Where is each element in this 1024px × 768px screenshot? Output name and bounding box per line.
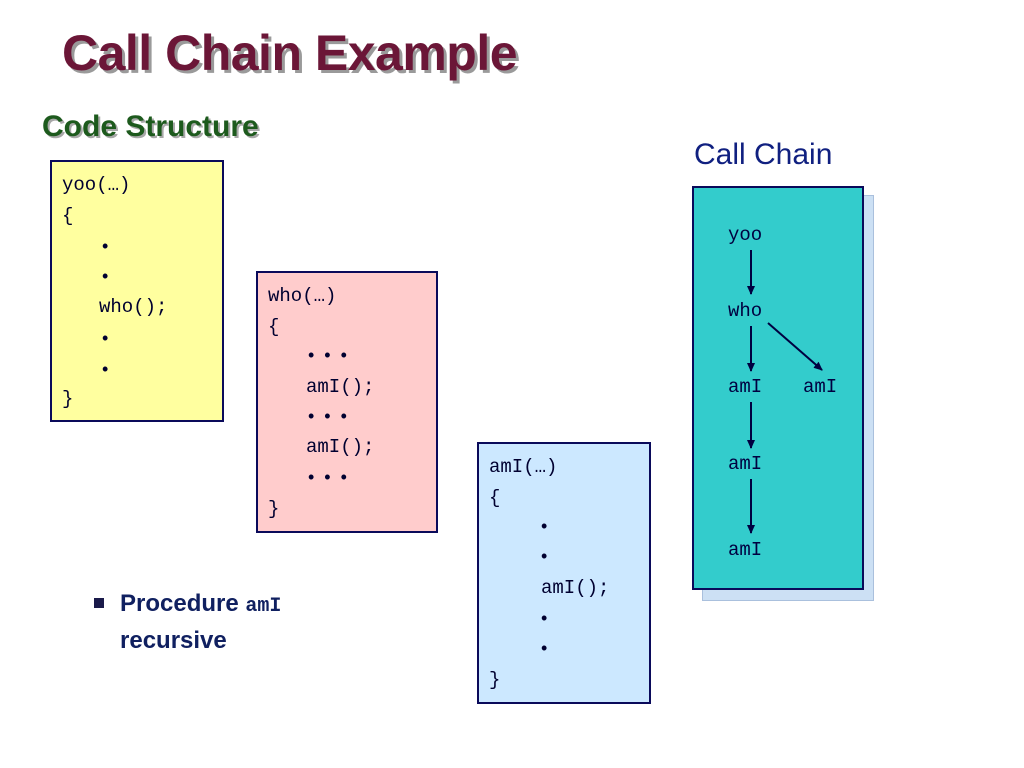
- ami-ellipsis-dot: •: [541, 546, 548, 566]
- bullet-text: Procedure amI recursive: [120, 587, 281, 658]
- yoo-ellipsis-dot: •: [102, 359, 109, 379]
- bullet-code: amI: [245, 595, 282, 618]
- ami-ellipsis-dot: •: [541, 516, 548, 536]
- ami-ellipsis-dot: •: [541, 638, 548, 658]
- yoo-close-brace: }: [62, 388, 74, 410]
- chain-node-ami-right: amI: [803, 376, 838, 398]
- ami-close-brace: }: [489, 669, 501, 691]
- who-ellipsis-dots: • • •: [308, 467, 347, 487]
- who-call-line-2: amI();: [306, 436, 375, 458]
- bullet-text-suffix: recursive: [120, 627, 227, 654]
- yoo-ellipsis-dot: •: [102, 328, 109, 348]
- chain-node-ami-level4: amI: [728, 539, 763, 561]
- bullet-text-prefix: Procedure: [120, 590, 239, 617]
- call-chain-panel: [692, 186, 864, 590]
- who-ellipsis-dots: • • •: [308, 406, 347, 426]
- chain-node-yoo: yoo: [728, 224, 763, 246]
- slide-title: Call Chain Example: [62, 25, 518, 81]
- chain-node-who: who: [728, 300, 763, 322]
- call-chain-heading: Call Chain: [694, 138, 833, 171]
- bullet-square-icon: [94, 598, 104, 608]
- ami-code-box: amI(…) { • • amI(); • • }: [477, 442, 651, 704]
- chain-node-ami: amI: [728, 376, 763, 398]
- yoo-open-brace: {: [62, 205, 74, 227]
- yoo-header: yoo(…): [62, 174, 131, 196]
- who-ellipsis-dots: • • •: [308, 345, 347, 365]
- ami-ellipsis-dot: •: [541, 608, 548, 628]
- yoo-ellipsis-dot: •: [102, 266, 109, 286]
- yoo-call-line: who();: [99, 296, 168, 318]
- chain-node-ami-level3: amI: [728, 453, 763, 475]
- who-header: who(…): [268, 285, 337, 307]
- ami-call-line: amI();: [541, 577, 610, 599]
- who-open-brace: {: [268, 316, 280, 338]
- who-code-box: who(…) { • • • amI(); • • • amI(); • • •…: [256, 271, 438, 533]
- yoo-ellipsis-dot: •: [102, 236, 109, 256]
- code-structure-heading: Code Structure: [42, 110, 259, 143]
- who-close-brace: }: [268, 498, 280, 520]
- ami-header: amI(…): [489, 456, 558, 478]
- yoo-code-box: yoo(…) { • • who(); • • }: [50, 160, 224, 422]
- ami-open-brace: {: [489, 487, 501, 509]
- arrow-who-to-ami-right: [767, 322, 823, 371]
- who-call-line-1: amI();: [306, 376, 375, 398]
